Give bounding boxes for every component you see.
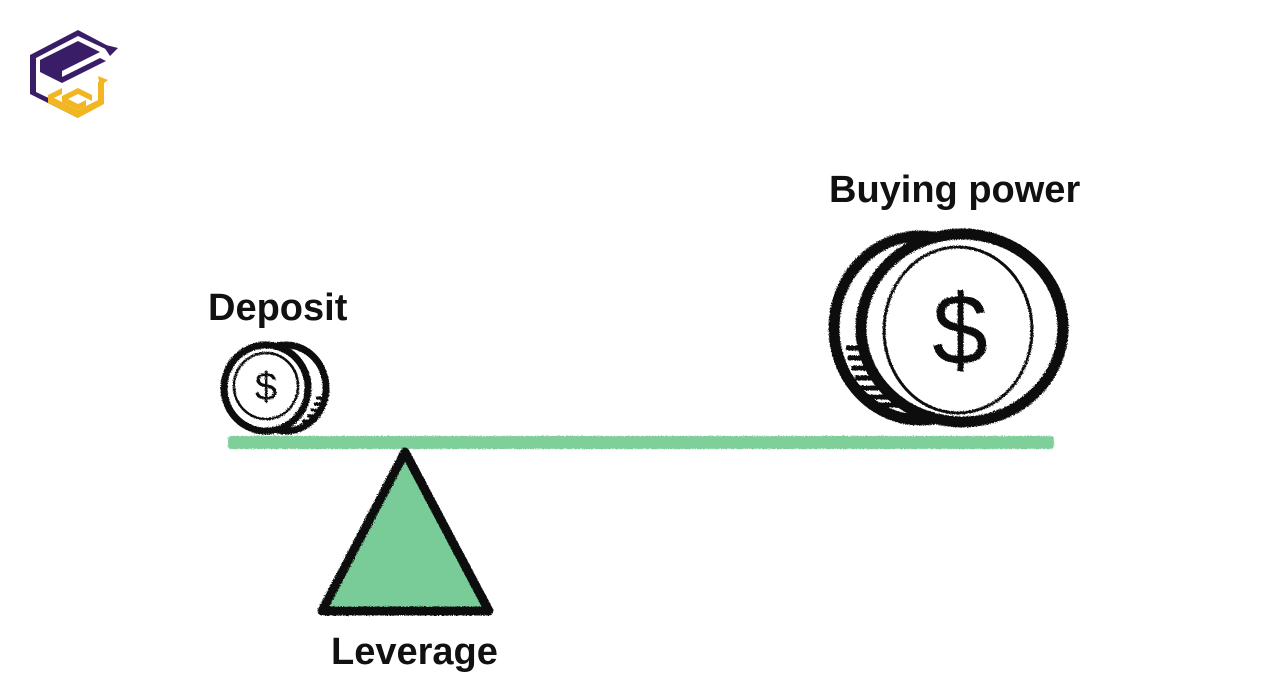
deposit-label: Deposit [208, 287, 348, 329]
brand-logo-icon [30, 30, 118, 118]
buying-power-label: Buying power [829, 169, 1081, 211]
large-coin-symbol: $ [932, 274, 988, 386]
small-coin-symbol: $ [255, 365, 277, 409]
small-dollar-coin-icon: $ [220, 341, 330, 435]
triangle-fulcrum-icon [317, 447, 494, 616]
large-dollar-coin-icon: $ [828, 228, 1069, 428]
seesaw-beam [228, 436, 1054, 449]
leverage-label: Leverage [331, 631, 498, 673]
